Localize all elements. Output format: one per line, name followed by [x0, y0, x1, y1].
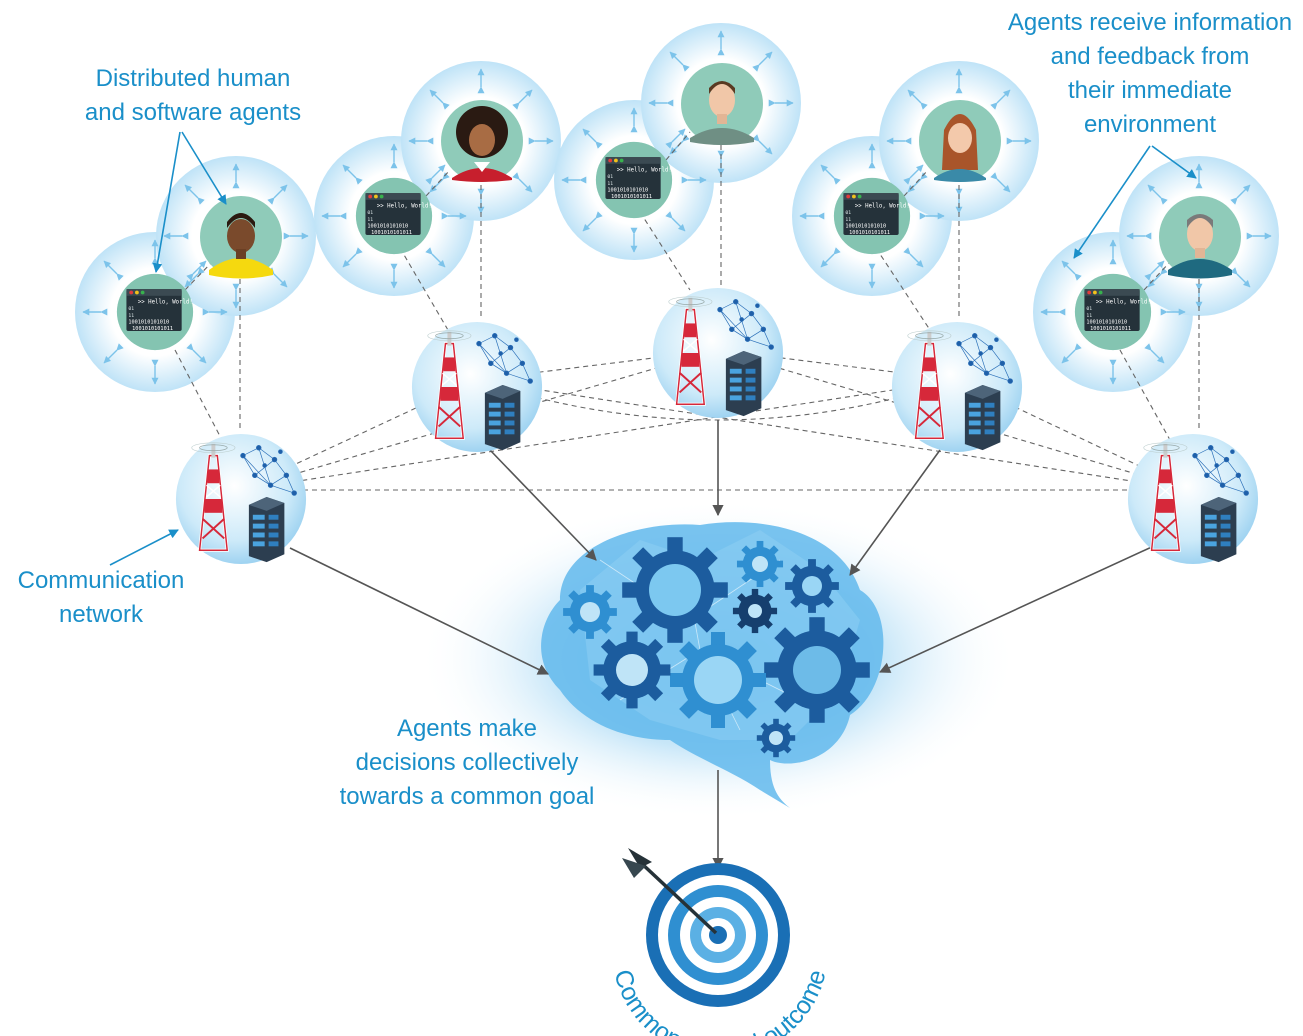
- feedback-arrow: [429, 172, 450, 193]
- feedback-arrow: [342, 247, 363, 268]
- feedback-arrow: [820, 164, 841, 185]
- network-node-5: [1126, 432, 1260, 566]
- network-node-4: [890, 320, 1024, 454]
- feedback-arrow: [267, 184, 288, 205]
- feedback-arrow: [907, 172, 928, 193]
- feedback-arrow: [103, 260, 124, 281]
- software-agent-1: [116, 273, 194, 351]
- target-icon: [622, 848, 790, 1007]
- human-agent-1: [200, 196, 282, 279]
- feedback-arrow: [1230, 267, 1251, 288]
- flow-arrows: [289, 420, 1157, 870]
- feedback-arrow: [1061, 260, 1082, 281]
- feedback-arrow: [990, 89, 1011, 110]
- feedback-arrow: [512, 172, 533, 193]
- software-agent-3: [595, 141, 673, 219]
- feedback-arrow: [907, 89, 928, 110]
- feedback-arrow: [1061, 343, 1082, 364]
- feedback-arrow: [342, 164, 363, 185]
- network-links: [174, 131, 1200, 491]
- feedback-arrow: [752, 134, 773, 155]
- feedback-arrow: [267, 267, 288, 288]
- network-node-1: [174, 432, 308, 566]
- feedback-arrow: [429, 89, 450, 110]
- feedback-arrow: [1147, 184, 1168, 205]
- software-agent-2: [355, 177, 433, 255]
- feedback-arrow: [582, 128, 603, 149]
- feedback-arrow: [184, 184, 205, 205]
- receive-feedback-label: Agents receive information and feedback …: [1007, 9, 1293, 138]
- feedback-arrow: [669, 51, 690, 72]
- collective-decisions-label: Agents make decisions collectively towar…: [339, 715, 595, 810]
- network-node-2: [410, 320, 544, 454]
- feedback-arrow: [1147, 267, 1168, 288]
- feedback-arrow: [512, 89, 533, 110]
- human-agent-4: [919, 100, 1001, 182]
- feedback-arrow: [665, 211, 686, 232]
- feedback-arrow: [903, 247, 924, 268]
- feedback-arrow: [1230, 184, 1251, 205]
- network-node-3: [651, 286, 785, 420]
- feedback-arrow: [990, 172, 1011, 193]
- human-agent-2: [441, 100, 523, 182]
- feedback-arrow: [1144, 343, 1165, 364]
- software-agent-5: [1074, 273, 1152, 351]
- feedback-arrow: [820, 247, 841, 268]
- feedback-arrow: [582, 211, 603, 232]
- feedback-arrow: [184, 267, 205, 288]
- feedback-arrow: [425, 247, 446, 268]
- feedback-arrow: [752, 51, 773, 72]
- distributed-agents-label: Distributed human and software agents: [84, 65, 302, 126]
- communication-network-label: Communication network: [17, 567, 185, 628]
- feedback-arrow: [103, 343, 124, 364]
- feedback-arrow: [186, 343, 207, 364]
- human-agent-5: [1159, 196, 1241, 279]
- human-agent-3: [681, 63, 763, 145]
- collective-brain: [418, 500, 1018, 820]
- feedback-arrows: [82, 30, 1272, 385]
- software-agent-4: [833, 177, 911, 255]
- label-pointers: [109, 131, 1197, 566]
